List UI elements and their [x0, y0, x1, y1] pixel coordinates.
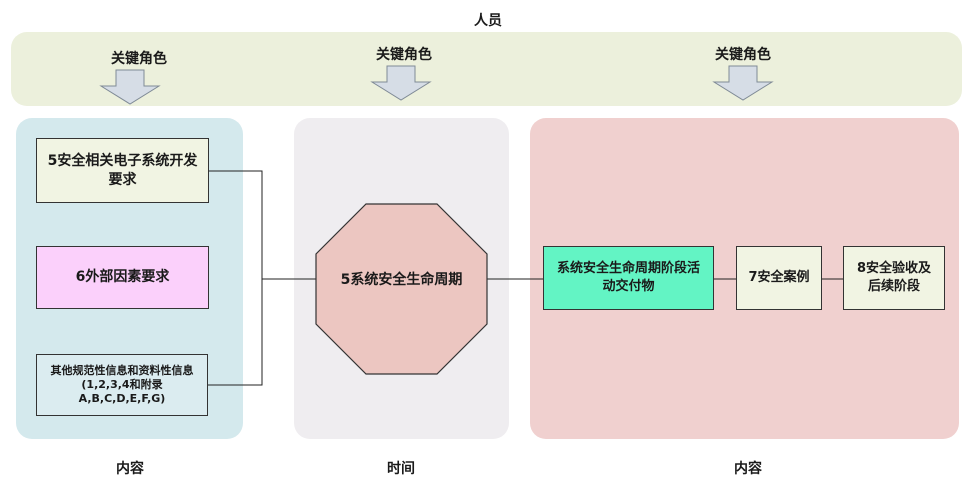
- box-safety-acceptance: 8安全验收及后续阶段: [843, 246, 945, 310]
- bottom-label-content-left: 内容: [116, 461, 144, 477]
- box-external-factors: 6外部因素要求: [36, 246, 209, 309]
- key-role-label-left: 关键角色: [111, 51, 167, 67]
- down-arrow-middle-icon: [370, 65, 432, 101]
- personnel-band: [11, 32, 962, 106]
- bottom-label-time: 时间: [387, 461, 415, 477]
- box-normative-informative-info: 其他规范性信息和资料性信息 (1,2,3,4和附录 A,B,C,D,E,F,G): [36, 354, 208, 416]
- key-role-label-middle: 关键角色: [376, 47, 432, 63]
- down-arrow-right-icon: [712, 65, 774, 101]
- bottom-label-content-right: 内容: [734, 461, 762, 477]
- lifecycle-octagon: [315, 203, 488, 375]
- box-lifecycle-deliverables: 系统安全生命周期阶段活动交付物: [543, 246, 714, 310]
- normative-info-line3: A,B,C,D,E,F,G): [78, 392, 166, 406]
- box-electronic-system-requirements: 5安全相关电子系统开发要求: [36, 138, 209, 203]
- normative-info-line1: 其他规范性信息和资料性信息: [50, 363, 194, 377]
- octagon-label: 5系统安全生命周期: [340, 272, 463, 288]
- normative-info-line2: (1,2,3,4和附录: [81, 377, 163, 391]
- bracket-line: [208, 170, 263, 386]
- down-arrow-left-icon: [99, 69, 161, 105]
- top-label-personnel: 人员: [474, 13, 502, 29]
- key-role-label-right: 关键角色: [715, 47, 771, 63]
- box-safety-case: 7安全案例: [736, 246, 822, 310]
